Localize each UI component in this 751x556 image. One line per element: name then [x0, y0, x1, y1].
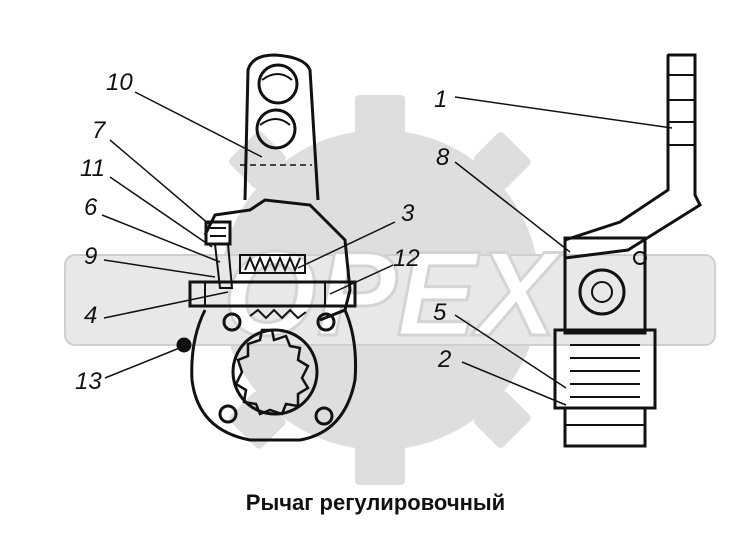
side-body [563, 236, 647, 335]
worm-shaft [188, 280, 357, 308]
leader-1 [454, 96, 673, 129]
figure-caption: Рычаг регулировочный [245, 490, 506, 515]
housing-bolt-left [222, 312, 242, 332]
housing-bolt-bottom-left [218, 404, 238, 424]
leader-6 [101, 214, 221, 263]
lever-housing [190, 309, 358, 442]
arm-hole-bottom [255, 108, 297, 150]
leader-8 [454, 161, 571, 253]
lever-side-view [553, 53, 702, 448]
housing-bolt-bottom-right [314, 406, 334, 426]
leader-13 [104, 346, 183, 379]
plunger-head [204, 220, 232, 246]
callout-13: 13 [75, 368, 102, 395]
arm-hole-top [257, 63, 299, 105]
callout-6: 6 [84, 194, 98, 221]
callout-11: 11 [80, 155, 105, 182]
callout-8: 8 [436, 144, 450, 171]
callout-12: 12 [393, 245, 420, 272]
callout-9: 9 [84, 243, 97, 270]
leader-11 [109, 176, 213, 248]
lever-arm [243, 53, 320, 201]
leader-lines [101, 91, 673, 406]
leader-7 [109, 139, 211, 226]
housing-bolt-right [316, 312, 336, 332]
worm-wheel [231, 328, 319, 416]
watermark: OPEX [64, 95, 716, 485]
leader-4 [103, 291, 229, 319]
leader-9 [103, 259, 216, 278]
side-spline-lines [570, 344, 640, 398]
side-bottom-ring [563, 406, 647, 448]
grease-fitting [176, 337, 192, 353]
leader-12 [329, 264, 394, 295]
side-arm [564, 53, 702, 260]
wheel-teeth [249, 308, 307, 320]
worm-thread [244, 255, 301, 273]
side-worm-end [578, 268, 626, 316]
callout-2: 2 [437, 346, 451, 373]
lever-body [203, 198, 352, 322]
callout-1: 1 [434, 86, 447, 113]
callout-5: 5 [433, 299, 447, 326]
lever-front-view [176, 53, 358, 442]
leader-5 [454, 314, 567, 389]
leader-10 [134, 91, 263, 158]
callout-10: 10 [106, 69, 133, 96]
callout-3: 3 [401, 200, 415, 227]
callout-4: 4 [84, 302, 97, 329]
plunger-spring [214, 243, 234, 289]
leader-2 [461, 361, 567, 406]
watermark-band [64, 254, 716, 346]
leader-3 [297, 221, 396, 269]
callout-labels: 10 7 11 6 9 4 13 3 12 1 8 5 2 [75, 69, 451, 395]
callout-7: 7 [92, 117, 107, 144]
spline-hub [234, 328, 310, 416]
